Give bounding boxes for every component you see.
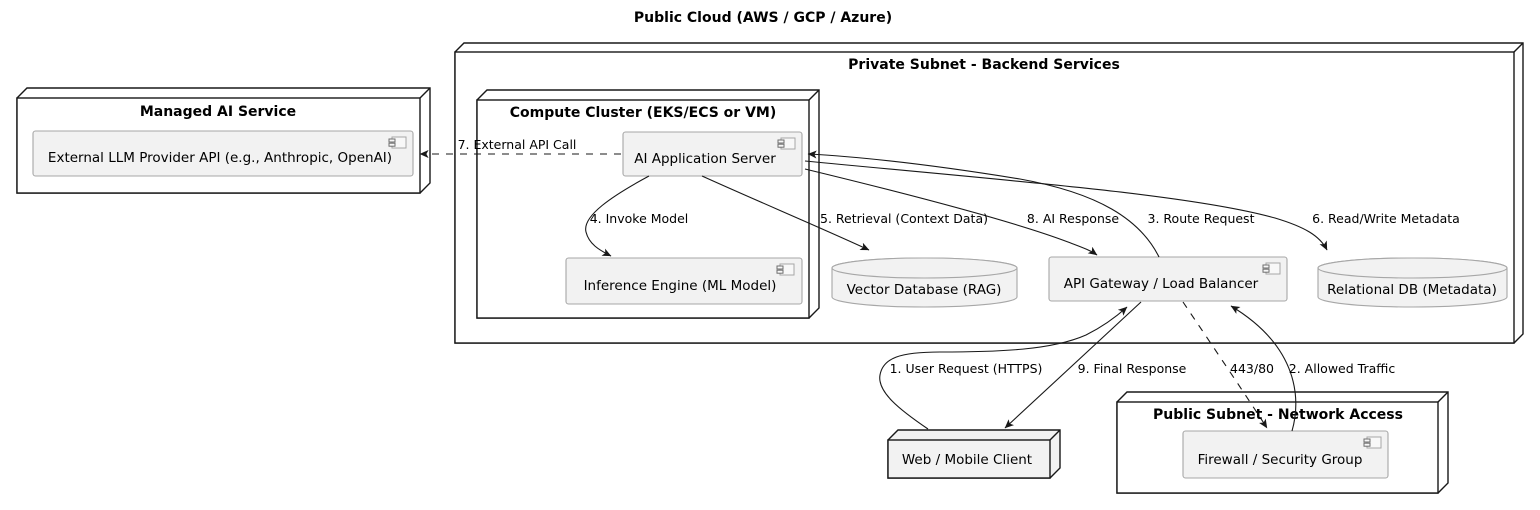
label-final-response: 9. Final Response	[1078, 361, 1187, 376]
diagram-title: Public Cloud (AWS / GCP / Azure)	[634, 10, 892, 26]
component-llm-api: External LLM Provider API (e.g., Anthrop…	[32, 130, 414, 177]
edge-labels: 7. External API Call 4. Invoke Model 5. …	[458, 137, 1460, 376]
edge-read-write-metadata	[804, 160, 1328, 251]
component-icon	[776, 263, 795, 276]
label-retrieval: 5. Retrieval (Context Data)	[820, 211, 988, 226]
component-ai-application-server: AI Application Server	[622, 131, 803, 177]
component-icon	[777, 137, 796, 150]
edge-allowed-traffic	[1230, 305, 1297, 432]
firewall-label: Firewall / Security Group	[1198, 452, 1363, 468]
label-port-traffic: 443/80	[1230, 361, 1274, 376]
database-relational-db: Relational DB (Metadata)	[1317, 257, 1508, 308]
public-subnet-title: Public Subnet - Network Access	[1153, 407, 1403, 423]
edge-route-request	[807, 150, 1160, 258]
inference-engine-label: Inference Engine (ML Model)	[584, 278, 777, 294]
component-icon	[388, 136, 407, 149]
llm-api-label: External LLM Provider API (e.g., Anthrop…	[48, 150, 392, 166]
label-invoke-model: 4. Invoke Model	[590, 211, 689, 226]
edge-port-traffic	[1182, 301, 1268, 429]
compute-cluster-title: Compute Cluster (EKS/ECS or VM)	[510, 105, 777, 121]
component-icon	[1262, 262, 1281, 275]
web-client-label: Web / Mobile Client	[902, 452, 1032, 468]
edge-ai-response	[804, 168, 1098, 256]
edge-final-response	[1004, 301, 1142, 429]
node-web-mobile-client: Web / Mobile Client	[887, 429, 1061, 479]
edge-retrieval	[701, 175, 870, 251]
app-server-label: AI Application Server	[634, 151, 776, 167]
label-allowed-traffic: 2. Allowed Traffic	[1289, 361, 1396, 376]
vector-db-label: Vector Database (RAG)	[847, 282, 1002, 298]
label-ai-response: 8. AI Response	[1027, 211, 1119, 226]
relational-db-label: Relational DB (Metadata)	[1327, 282, 1497, 298]
label-route-request: 3. Route Request	[1148, 211, 1255, 226]
component-api-gateway: API Gateway / Load Balancer	[1048, 256, 1288, 302]
database-vector-db: Vector Database (RAG)	[831, 257, 1018, 308]
managed-ai-title: Managed AI Service	[140, 104, 296, 120]
component-icon	[1363, 436, 1382, 449]
edge-user-request	[879, 306, 1128, 430]
label-read-write-metadata: 6. Read/Write Metadata	[1312, 211, 1460, 226]
edge-invoke-model	[585, 175, 650, 257]
label-external-api-call: 7. External API Call	[458, 137, 577, 152]
api-gateway-label: API Gateway / Load Balancer	[1064, 276, 1259, 292]
private-subnet-title: Private Subnet - Backend Services	[848, 57, 1120, 73]
label-user-request: 1. User Request (HTTPS)	[890, 361, 1043, 376]
edges	[419, 150, 1328, 432]
component-firewall: Firewall / Security Group	[1182, 430, 1389, 479]
component-inference-engine: Inference Engine (ML Model)	[565, 257, 803, 305]
